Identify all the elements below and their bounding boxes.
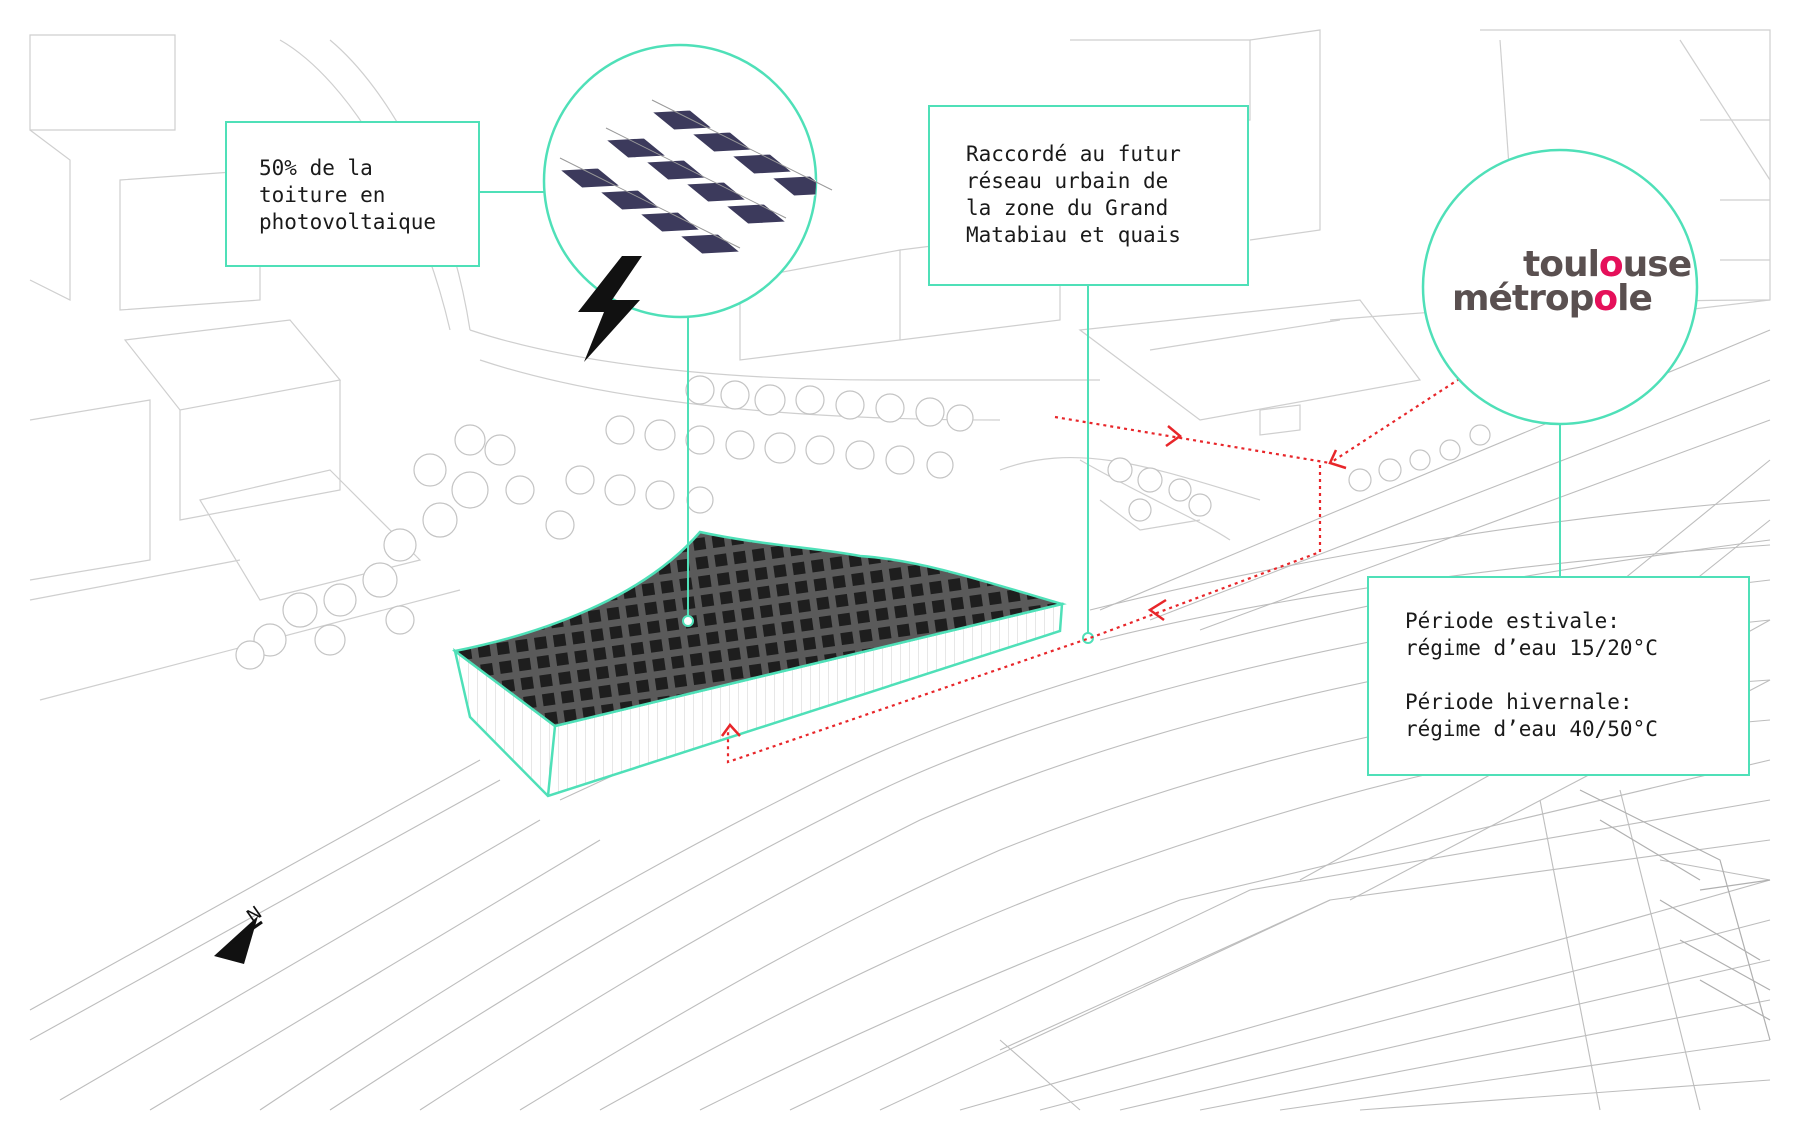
photovoltaic-callout: 50% de la toiture en photovoltaique: [225, 121, 480, 267]
network-line-4: Matabiau et quais: [966, 223, 1181, 247]
lightning-bolt-icon: [578, 256, 642, 362]
winter-value: régime d’eau 40/50°C: [1405, 717, 1658, 741]
north-arrow-icon: N: [214, 902, 266, 964]
leader-lines: [480, 191, 1561, 638]
logo-use: use: [1622, 244, 1692, 285]
network-line-3: la zone du Grand: [966, 196, 1169, 220]
north-label: N: [243, 902, 266, 927]
pv-line-2: toiture en: [259, 183, 386, 207]
pv-line-1: 50% de la: [259, 156, 373, 180]
trees: [235, 375, 1491, 670]
building-roof: [452, 530, 1067, 728]
summer-value: régime d’eau 15/20°C: [1405, 636, 1658, 660]
main-building: [452, 530, 1067, 798]
toulouse-logo-line-1: toulouse: [1523, 244, 1692, 285]
logo-le: le: [1617, 278, 1653, 319]
logo-o-2: o: [1593, 278, 1618, 319]
logo-o-1: o: [1598, 244, 1624, 285]
water-regime-callout: Période estivale: régime d’eau 15/20°C P…: [1367, 576, 1750, 776]
heat-network-flow: [726, 332, 1531, 764]
logo-metrop: métrop: [1452, 278, 1594, 319]
flow-arrows: [720, 425, 1347, 737]
winter-label: Période hivernale:: [1405, 690, 1633, 714]
network-callout: Raccordé au futur réseau urbain de la zo…: [928, 105, 1249, 286]
solar-panels-icon: [542, 43, 833, 319]
pv-line-3: photovoltaique: [259, 210, 437, 234]
logo-toul: toul: [1523, 244, 1600, 285]
toulouse-logo-line-2: métropole: [1452, 278, 1653, 319]
network-line-2: réseau urbain de: [966, 169, 1169, 193]
summer-label: Période estivale:: [1405, 609, 1620, 633]
logo-circle: [1421, 148, 1699, 426]
roof-leader-dot: [682, 615, 694, 627]
network-line-1: Raccordé au futur: [966, 142, 1181, 166]
station-structure: [1579, 789, 1771, 1041]
